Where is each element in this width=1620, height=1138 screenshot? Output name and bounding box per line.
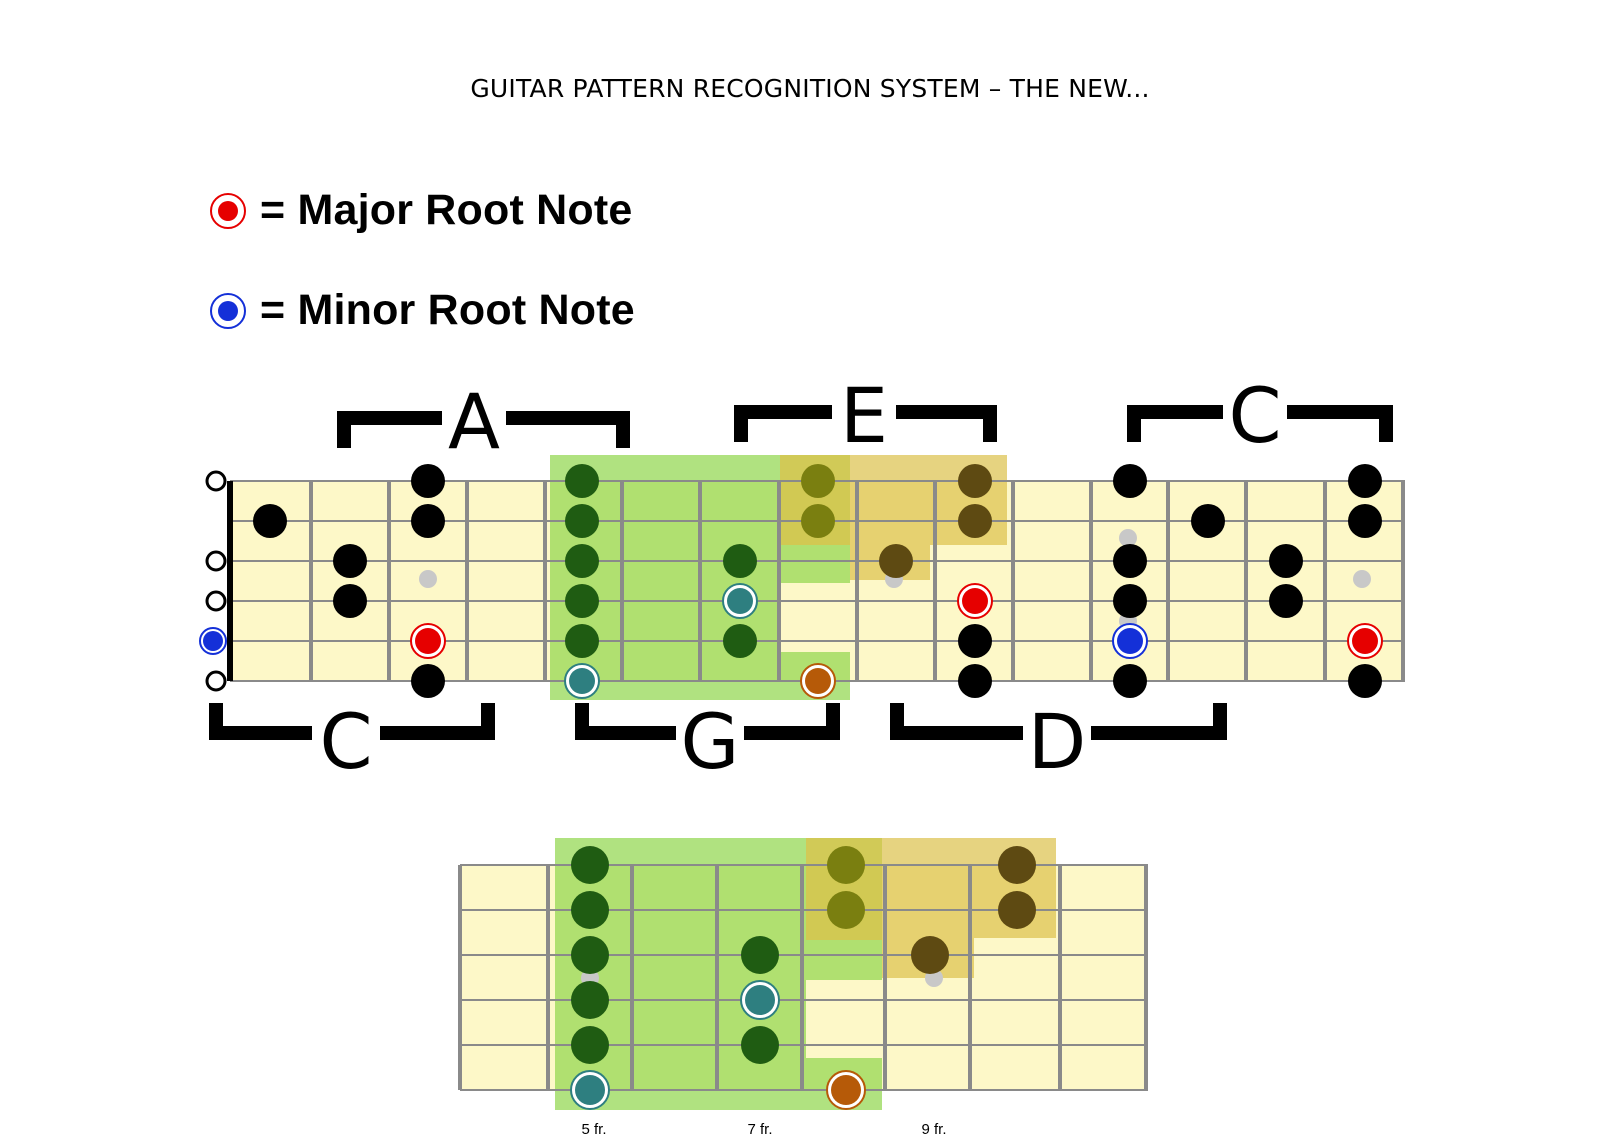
scale-note-yellow-zone <box>911 936 949 974</box>
caged-shape-label: G <box>681 697 740 786</box>
major-root-note <box>962 588 988 614</box>
major-root-note <box>415 628 441 654</box>
minor-root-note <box>203 631 223 651</box>
legend-major-root: = Major Root Note <box>208 186 633 235</box>
root-note-green-zone <box>745 985 775 1015</box>
scale-note-yellow-zone <box>958 504 992 538</box>
major-root-icon <box>210 192 246 229</box>
caged-bracket-top <box>734 405 997 442</box>
fret-inlay-dot <box>1119 529 1137 547</box>
scale-note <box>1269 584 1303 618</box>
caged-bracket-bottom <box>890 703 1227 740</box>
scale-note <box>411 664 445 698</box>
fret-number-label: 5 fr. <box>581 1121 606 1138</box>
scale-note <box>1113 544 1147 578</box>
scale-note-green-zone <box>741 936 779 974</box>
root-note-green-zone <box>569 668 595 694</box>
scale-note <box>1348 504 1382 538</box>
scale-note-green-zone <box>565 504 599 538</box>
legend-minor-label: = Minor Root Note <box>260 286 635 334</box>
caged-shape-label: C <box>1228 371 1281 460</box>
scale-note-green-zone <box>571 846 609 884</box>
scale-note-overlap <box>827 846 865 884</box>
scale-note-green-zone <box>565 464 599 498</box>
scale-note-green-zone <box>571 981 609 1019</box>
scale-note-yellow-zone <box>879 544 913 578</box>
root-note-green-zone <box>727 588 753 614</box>
scale-note-green-zone <box>723 624 757 658</box>
scale-note-overlap <box>827 891 865 929</box>
open-string-marker <box>205 590 227 612</box>
caged-bracket-bottom <box>209 703 495 740</box>
caged-shape-label: C <box>319 697 372 786</box>
fret-number-label: 9 fr. <box>921 1121 946 1138</box>
caged-bracket-bottom <box>575 703 840 740</box>
caged-brackets: A E C C G D <box>209 371 1393 786</box>
scale-note-green-zone <box>571 891 609 929</box>
scale-note-yellow-zone <box>958 464 992 498</box>
scale-note-overlap <box>801 464 835 498</box>
scale-note-green-zone <box>741 1026 779 1064</box>
scale-note <box>1113 464 1147 498</box>
scale-note-green-zone <box>571 1026 609 1064</box>
caged-shape-label: D <box>1028 697 1087 786</box>
open-string-marker <box>205 670 227 692</box>
scale-note <box>333 544 367 578</box>
scale-note <box>1269 544 1303 578</box>
scale-note <box>958 624 992 658</box>
root-note-green-zone <box>575 1075 605 1105</box>
scale-note-green-zone <box>565 544 599 578</box>
scale-note-overlap <box>801 504 835 538</box>
scale-note <box>253 504 287 538</box>
caged-shape-label: A <box>448 377 500 466</box>
minor-root-icon <box>210 292 246 329</box>
scale-note-green-zone <box>723 544 757 578</box>
full-neck-diagram <box>199 455 1405 700</box>
scale-note-yellow-zone <box>998 846 1036 884</box>
minor-root-note <box>1117 628 1143 654</box>
open-string-marker <box>205 550 227 572</box>
root-note-overlap <box>805 668 831 694</box>
fret-number-label: 7 fr. <box>747 1121 772 1138</box>
scale-note <box>1191 504 1225 538</box>
caged-bracket-top <box>337 411 630 448</box>
scale-note <box>411 504 445 538</box>
open-string-marker <box>205 470 227 492</box>
caged-shape-label: E <box>840 371 888 460</box>
fret-inlay-dot <box>1353 570 1371 588</box>
page-title: GUITAR PATTERN RECOGNITION SYSTEM – THE … <box>470 74 1150 103</box>
scale-note <box>1113 664 1147 698</box>
scale-note-green-zone <box>565 584 599 618</box>
scale-note <box>1348 464 1382 498</box>
scale-note <box>1348 664 1382 698</box>
scale-note-yellow-zone <box>998 891 1036 929</box>
caged-bracket-top <box>1127 405 1393 442</box>
scale-note <box>411 464 445 498</box>
legend-minor-root: = Minor Root Note <box>208 286 635 335</box>
fret-inlay-dot <box>419 570 437 588</box>
scale-note <box>1113 584 1147 618</box>
scale-note <box>958 664 992 698</box>
scale-note <box>333 584 367 618</box>
root-note-overlap <box>831 1075 861 1105</box>
scale-note-green-zone <box>571 936 609 974</box>
legend-major-label: = Major Root Note <box>260 186 633 234</box>
zoomed-neck-diagram: 5 fr. 7 fr. 9 fr. <box>458 838 1148 1138</box>
scale-note-green-zone <box>565 624 599 658</box>
major-root-note <box>1352 628 1378 654</box>
